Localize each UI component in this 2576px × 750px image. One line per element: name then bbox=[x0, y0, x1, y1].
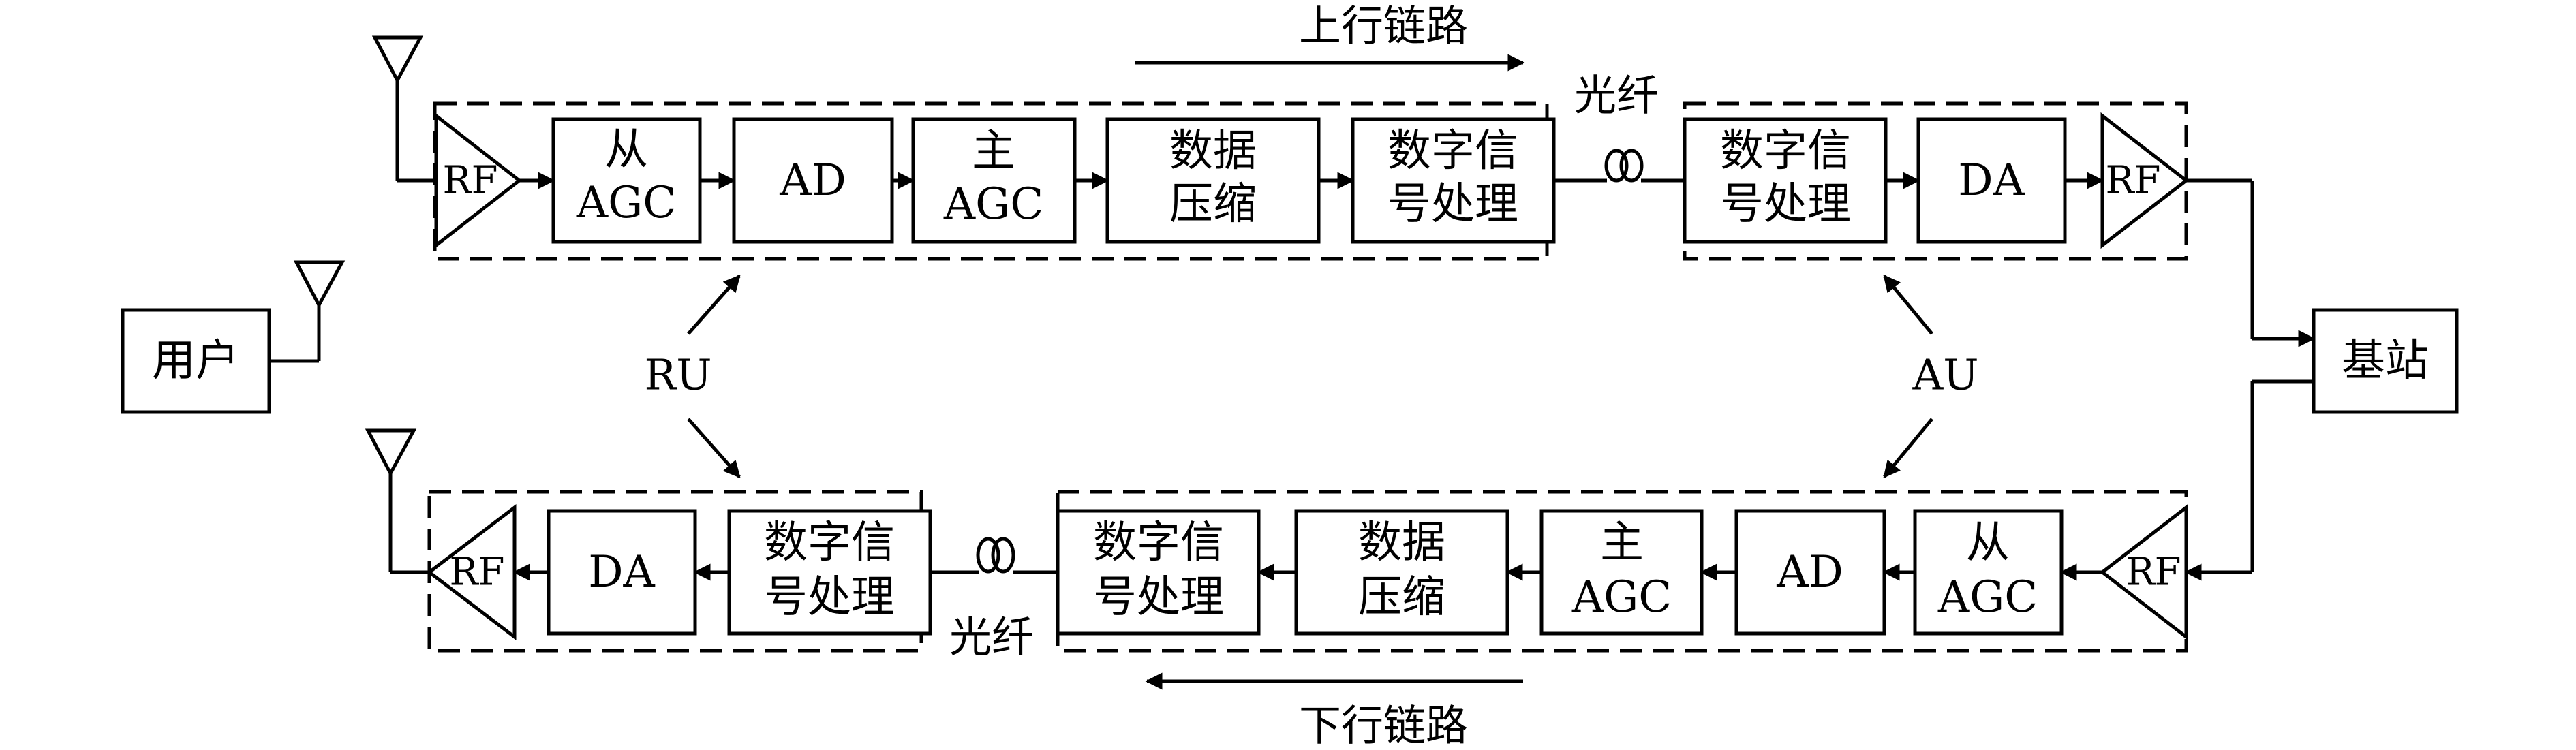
block-line-2: 号处理 bbox=[1093, 572, 1224, 623]
block-line-2: 号处理 bbox=[764, 572, 895, 623]
block-line-1: 数字信 bbox=[1720, 126, 1851, 176]
downlink-rf-amplifier-ru: RF bbox=[426, 503, 517, 641]
downlink-da-block: DA bbox=[547, 509, 697, 636]
downlink-label-group: 下行链路 bbox=[1145, 672, 1523, 750]
uplink-fiber-coil-icon bbox=[1604, 149, 1644, 183]
downlink-master-agc-block: 主 AGC bbox=[1539, 509, 1704, 636]
block-line-2: 号处理 bbox=[1387, 179, 1518, 230]
uplink-compression-block: 数据 压缩 bbox=[1105, 117, 1321, 244]
base-station-label: 基站 bbox=[2342, 336, 2429, 386]
block-line-1: AD bbox=[779, 155, 846, 206]
downlink-fiber-coil-icon bbox=[976, 537, 1015, 574]
ru-label: RU bbox=[645, 350, 712, 400]
au-pointer-up-arrow bbox=[1883, 275, 1933, 335]
downlink-ad-block: AD bbox=[1734, 509, 1886, 636]
block-line-1: 数据 bbox=[1358, 518, 1445, 568]
user-antenna-icon bbox=[293, 260, 346, 309]
ru-pointer-down-arrow bbox=[687, 418, 741, 478]
amplifier-icon bbox=[434, 112, 523, 249]
uplink-label: 上行链路 bbox=[1299, 1, 1468, 51]
block-line-1: 数据 bbox=[1169, 126, 1257, 176]
downlink-dsp-block-au: 数字信 号处理 bbox=[1056, 509, 1261, 636]
block-line-1: DA bbox=[1958, 155, 2025, 206]
downlink-slave-agc-block: 从 AGC bbox=[1913, 509, 2064, 636]
ru-uplink-antenna-icon bbox=[371, 35, 424, 84]
amplifier-label: RF bbox=[2105, 159, 2160, 203]
block-line-1: 主 bbox=[1600, 518, 1644, 568]
block-line-1: AD bbox=[1776, 547, 1843, 597]
block-line-1: 数字信 bbox=[764, 518, 895, 568]
block-line-2: 压缩 bbox=[1358, 572, 1445, 623]
au-label: AU bbox=[1912, 350, 1978, 400]
amplifier-icon bbox=[2099, 503, 2188, 641]
amplifier-label: RF bbox=[442, 159, 497, 203]
uplink-rf-amplifier-ru: RF bbox=[434, 112, 523, 249]
block-line-1: 从 bbox=[1966, 518, 2010, 568]
base-station-node: 基站 bbox=[2312, 308, 2459, 414]
uplink-slave-agc-block: 从 AGC bbox=[551, 117, 702, 244]
uplink-dsp-block-ru: 数字信 号处理 bbox=[1351, 117, 1556, 244]
amplifier-label: RF bbox=[2126, 550, 2181, 595]
uplink-da-block: DA bbox=[1916, 117, 2067, 244]
block-line-2: 压缩 bbox=[1169, 179, 1257, 230]
uplink-rf-amplifier-au: RF bbox=[2100, 112, 2190, 249]
uplink-ad-block: AD bbox=[732, 117, 894, 244]
amplifier-label: RF bbox=[449, 550, 504, 595]
downlink-dsp-block-ru: 数字信 号处理 bbox=[727, 509, 932, 636]
uplink-label-group: 上行链路 bbox=[1135, 1, 1525, 72]
block-line-2: AGC bbox=[943, 179, 1043, 230]
ru-downlink-antenna-icon bbox=[365, 428, 417, 478]
uplink-dsp-block-au: 数字信 号处理 bbox=[1683, 117, 1888, 244]
block-line-1: 数字信 bbox=[1093, 518, 1224, 568]
downlink-label: 下行链路 bbox=[1299, 701, 1468, 750]
downlink-rf-amplifier-au: RF bbox=[2099, 503, 2188, 641]
au-pointer-down-arrow bbox=[1883, 418, 1933, 478]
block-line-2: AGC bbox=[1571, 572, 1672, 623]
block-line-1: 主 bbox=[972, 126, 1015, 176]
ru-pointer-up-arrow bbox=[687, 275, 741, 335]
block-line-1: DA bbox=[588, 547, 655, 597]
uplink-fiber-label: 光纤 bbox=[1574, 71, 1659, 121]
block-line-1: 从 bbox=[604, 125, 648, 175]
downlink-compression-block: 数据 压缩 bbox=[1294, 509, 1509, 636]
amplifier-icon bbox=[2100, 112, 2190, 249]
block-line-2: 号处理 bbox=[1720, 179, 1851, 230]
block-line-2: AGC bbox=[576, 178, 676, 228]
amplifier-icon bbox=[426, 503, 517, 641]
user-label: 用户 bbox=[152, 336, 239, 386]
block-line-2: AGC bbox=[1937, 572, 2038, 623]
user-node: 用户 bbox=[121, 308, 271, 414]
block-line-1: 数字信 bbox=[1387, 126, 1518, 176]
downlink-fiber-label: 光纤 bbox=[949, 612, 1034, 662]
uplink-master-agc-block: 主 AGC bbox=[911, 117, 1077, 244]
downlink-ru-enclosure bbox=[427, 490, 923, 653]
